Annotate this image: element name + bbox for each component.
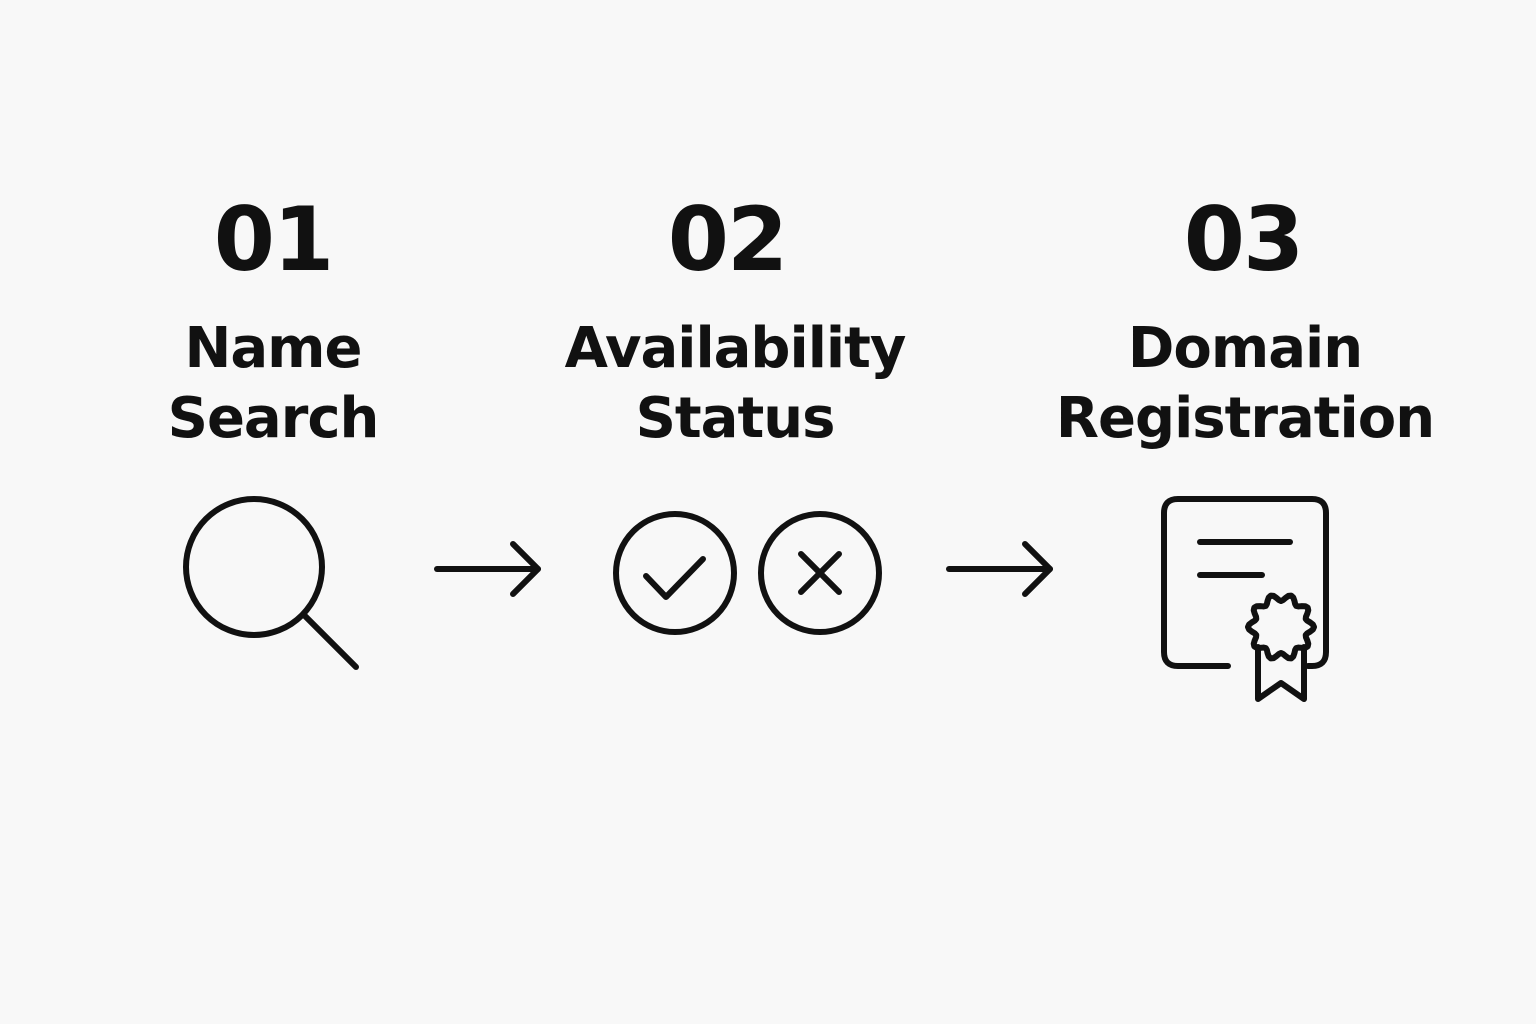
step-1-label-line-1: Name: [184, 316, 363, 381]
step-1-label-line-2: Search: [167, 386, 380, 451]
x-circle-icon: [758, 511, 882, 635]
step-2-label-line-2: Status: [635, 386, 836, 451]
arrow-right-icon: [434, 541, 541, 597]
step-2-label-line-1: Availability: [564, 316, 907, 381]
step-1-label: Name Search: [53, 314, 493, 454]
step-2-label: Availability Status: [515, 314, 955, 454]
step-1-number: 01: [213, 188, 334, 291]
step-2-number: 02: [667, 188, 788, 291]
seal-icon: [1245, 592, 1317, 662]
arrow-right-icon: [946, 541, 1053, 597]
check-circle-icon: [613, 511, 737, 635]
step-3-label: Domain Registration: [1025, 314, 1465, 454]
search-icon: [183, 496, 359, 670]
step-3-number: 03: [1183, 188, 1304, 291]
step-3-label-line-2: Registration: [1055, 386, 1435, 451]
step-3-label-line-1: Domain: [1127, 316, 1363, 381]
certificate-icon: [1161, 496, 1329, 702]
